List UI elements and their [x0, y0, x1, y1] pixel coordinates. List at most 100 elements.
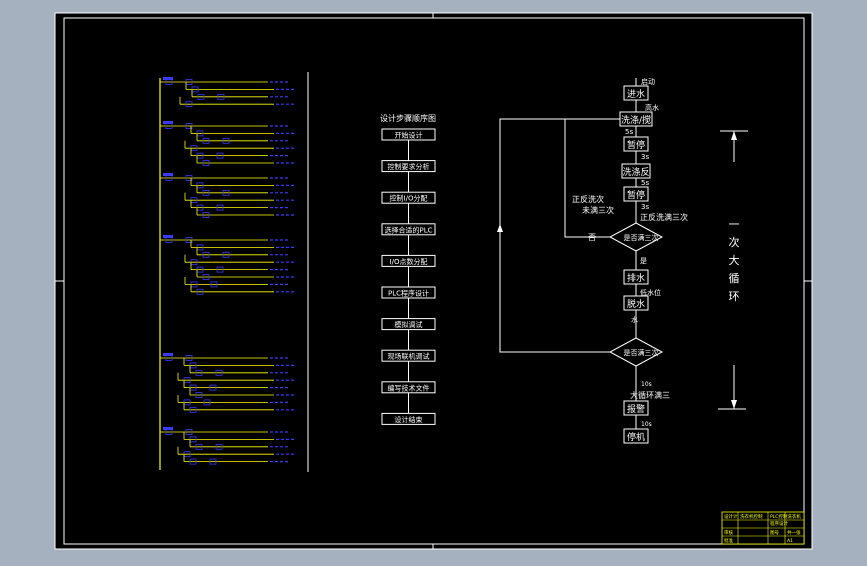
svg-text:设计结束: 设计结束 — [395, 415, 423, 424]
svg-text:停机: 停机 — [627, 431, 645, 443]
ladder-input-marker — [163, 353, 173, 356]
decision-1: 是否满三次 — [608, 222, 664, 252]
start-label: 启动 — [641, 77, 655, 86]
label-t4: 3s — [641, 203, 649, 211]
ladder-rung — [160, 175, 290, 181]
cycle-dim-arrow-bottom — [731, 400, 737, 409]
ladder-rung — [196, 133, 290, 144]
box-wash: 洗涤/搅 — [619, 111, 653, 127]
ladder-input-marker — [163, 77, 173, 80]
ladder-rung — [183, 402, 296, 413]
ladder-input-marker — [163, 173, 173, 176]
title-block-cell: 图号 — [770, 530, 779, 536]
design-step-10: 设计结束 — [381, 412, 436, 425]
label-yes: 是 — [640, 257, 647, 265]
title-block-cell: 洗衣机控制 — [740, 513, 763, 520]
label-t2: 3s — [641, 153, 649, 161]
svg-text:暂停: 暂停 — [627, 139, 645, 151]
ladder-rung — [196, 207, 296, 218]
svg-text:洗涤反: 洗涤反 — [622, 166, 649, 178]
design-flow-title: 设计步骤顺序图 — [380, 113, 436, 123]
svg-text:是否满三次: 是否满三次 — [624, 233, 659, 242]
washer-process-flowchart: 启动 进水 高水 洗涤/搅 5s 暂停 3s 洗涤反 5s — [497, 77, 748, 444]
design-step-4: 选择合适的PLC — [381, 223, 436, 236]
box-stop: 停机 — [623, 428, 649, 444]
design-step-5: I/O点数分配 — [381, 254, 436, 267]
ladder-rung — [185, 82, 296, 93]
ladder-rung — [189, 387, 296, 398]
box-pause: 暂停 — [623, 136, 649, 152]
svg-text:暂停: 暂停 — [627, 189, 645, 201]
title-block-cell: A1 — [787, 538, 793, 544]
svg-text:报警: 报警 — [627, 403, 645, 415]
ladder-rung — [196, 269, 296, 280]
title-block-cell: PLC控制洗衣机 — [770, 513, 801, 520]
cycle-label-char: 大 — [729, 253, 740, 267]
ladder-rung — [160, 123, 290, 129]
ladder-rung — [179, 96, 296, 108]
box-dewater: 脱水 — [623, 295, 649, 311]
svg-text:排水: 排水 — [627, 272, 645, 284]
svg-text:控制要求分析: 控制要求分析 — [388, 162, 430, 171]
ladder-rung — [190, 126, 296, 137]
ladder-rung — [177, 395, 290, 406]
title-block-cell: 共一张 — [787, 529, 801, 536]
ladder-rung — [183, 380, 290, 391]
title-block-cell: 设计计 — [724, 513, 738, 520]
cycle-label-char: 次 — [729, 235, 740, 249]
label-t10b: 10s — [641, 421, 652, 428]
ladder-rung — [196, 185, 290, 196]
design-step-8: 现场联机调试 — [381, 349, 436, 362]
svg-text:脱水: 脱水 — [627, 298, 645, 310]
loop-outer — [499, 118, 620, 353]
ladder-input-marker — [163, 121, 173, 124]
ladder-rung — [184, 254, 296, 266]
box-alarm: 报警 — [623, 400, 649, 416]
cycle-dim-arrow-top — [731, 131, 737, 140]
drawing-sheet — [55, 13, 812, 549]
ladder-rung — [183, 358, 296, 369]
label-fwd-rev-count: 正反洗满三次 — [640, 212, 688, 222]
svg-text:控制I/O分配: 控制I/O分配 — [390, 194, 428, 203]
ladder-diagram — [159, 72, 309, 472]
label-fwd-rev-side2: 未满三次 — [582, 205, 614, 215]
ladder-rung — [183, 454, 290, 465]
title-block-cell: 程序设计 — [770, 520, 788, 527]
cycle-label-char: 一 — [729, 218, 740, 231]
ladder-rung — [189, 439, 290, 450]
ladder-rung — [196, 155, 296, 166]
label-high-level: 高水 — [645, 103, 659, 112]
ladder-input-marker — [163, 427, 173, 430]
svg-text:进水: 进水 — [627, 88, 645, 100]
loop-outer-arrow — [497, 224, 503, 232]
svg-text:洗涤/搅: 洗涤/搅 — [621, 114, 651, 126]
label-t1: 5s — [625, 128, 633, 136]
ladder-rung — [160, 237, 290, 243]
design-step-9: 编写技术文件 — [381, 381, 436, 394]
decision-2: 是否满三次 — [608, 337, 664, 367]
ladder-rung — [196, 247, 290, 258]
svg-text:I/O点数分配: I/O点数分配 — [390, 257, 428, 266]
ladder-rung — [160, 429, 290, 435]
svg-text:开始设计: 开始设计 — [395, 131, 423, 140]
label-t10: 10s — [641, 381, 652, 388]
svg-text:模拟调试: 模拟调试 — [395, 320, 423, 329]
ladder-rung — [191, 89, 290, 100]
box-drain: 排水 — [623, 269, 649, 285]
cycle-label-char: 环 — [729, 290, 740, 303]
svg-text:PLC程序设计: PLC程序设计 — [388, 289, 429, 298]
svg-text:现场联机调试: 现场联机调试 — [388, 352, 430, 361]
ladder-rung — [189, 365, 290, 376]
box-reverse: 洗涤反 — [621, 163, 651, 179]
ladder-rung — [190, 178, 296, 189]
design-step-7: 模拟调试 — [381, 318, 436, 331]
design-step-3: 控制I/O分配 — [381, 191, 436, 204]
box-inlet: 进水 — [623, 85, 649, 101]
ladder-rung — [190, 284, 296, 295]
title-block-cell: 审核 — [724, 529, 733, 536]
